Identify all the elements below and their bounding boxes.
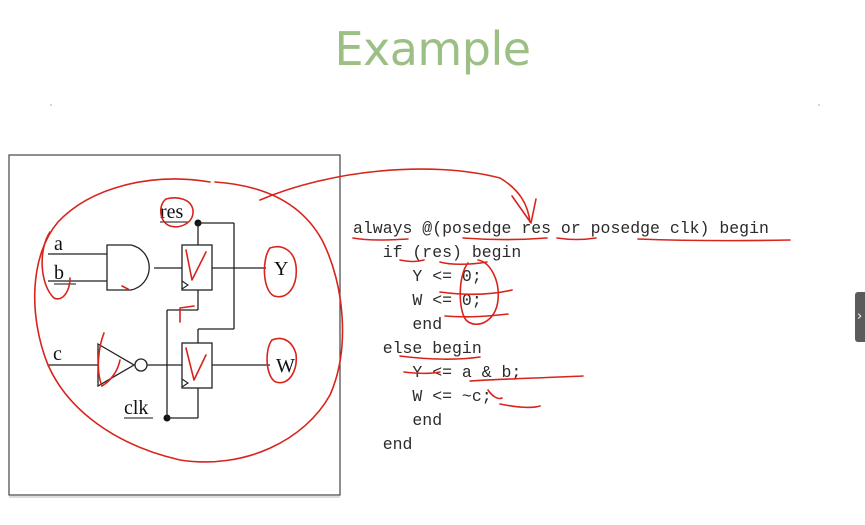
label-b: b xyxy=(54,262,64,284)
side-panel-tab[interactable]: › xyxy=(855,292,865,342)
flipflop-w xyxy=(181,342,213,389)
code-line-8: W <= ~c; xyxy=(353,387,492,406)
code-line-10: end xyxy=(353,435,413,454)
code-line-4: W <= 0; xyxy=(353,291,482,310)
slide-title: Example xyxy=(334,22,531,76)
code-line-2: if (res) begin xyxy=(353,243,522,262)
code-line-6: else begin xyxy=(353,339,482,358)
label-w: W xyxy=(276,355,295,377)
label-c: c xyxy=(53,343,62,365)
code-line-1: always @(posedge res or posedge clk) beg… xyxy=(353,219,769,238)
code-line-5: end xyxy=(353,315,443,334)
label-y: Y xyxy=(274,258,288,280)
corner-mark xyxy=(818,104,820,106)
label-res: res xyxy=(160,201,184,223)
code-line-3: Y <= 0; xyxy=(353,267,482,286)
label-a: a xyxy=(54,233,63,255)
corner-mark xyxy=(50,104,52,106)
label-clk: clk xyxy=(124,397,148,419)
code-line-9: end xyxy=(353,411,443,430)
flipflop-y xyxy=(181,244,213,291)
code-line-7: Y <= a & b; xyxy=(353,363,522,382)
